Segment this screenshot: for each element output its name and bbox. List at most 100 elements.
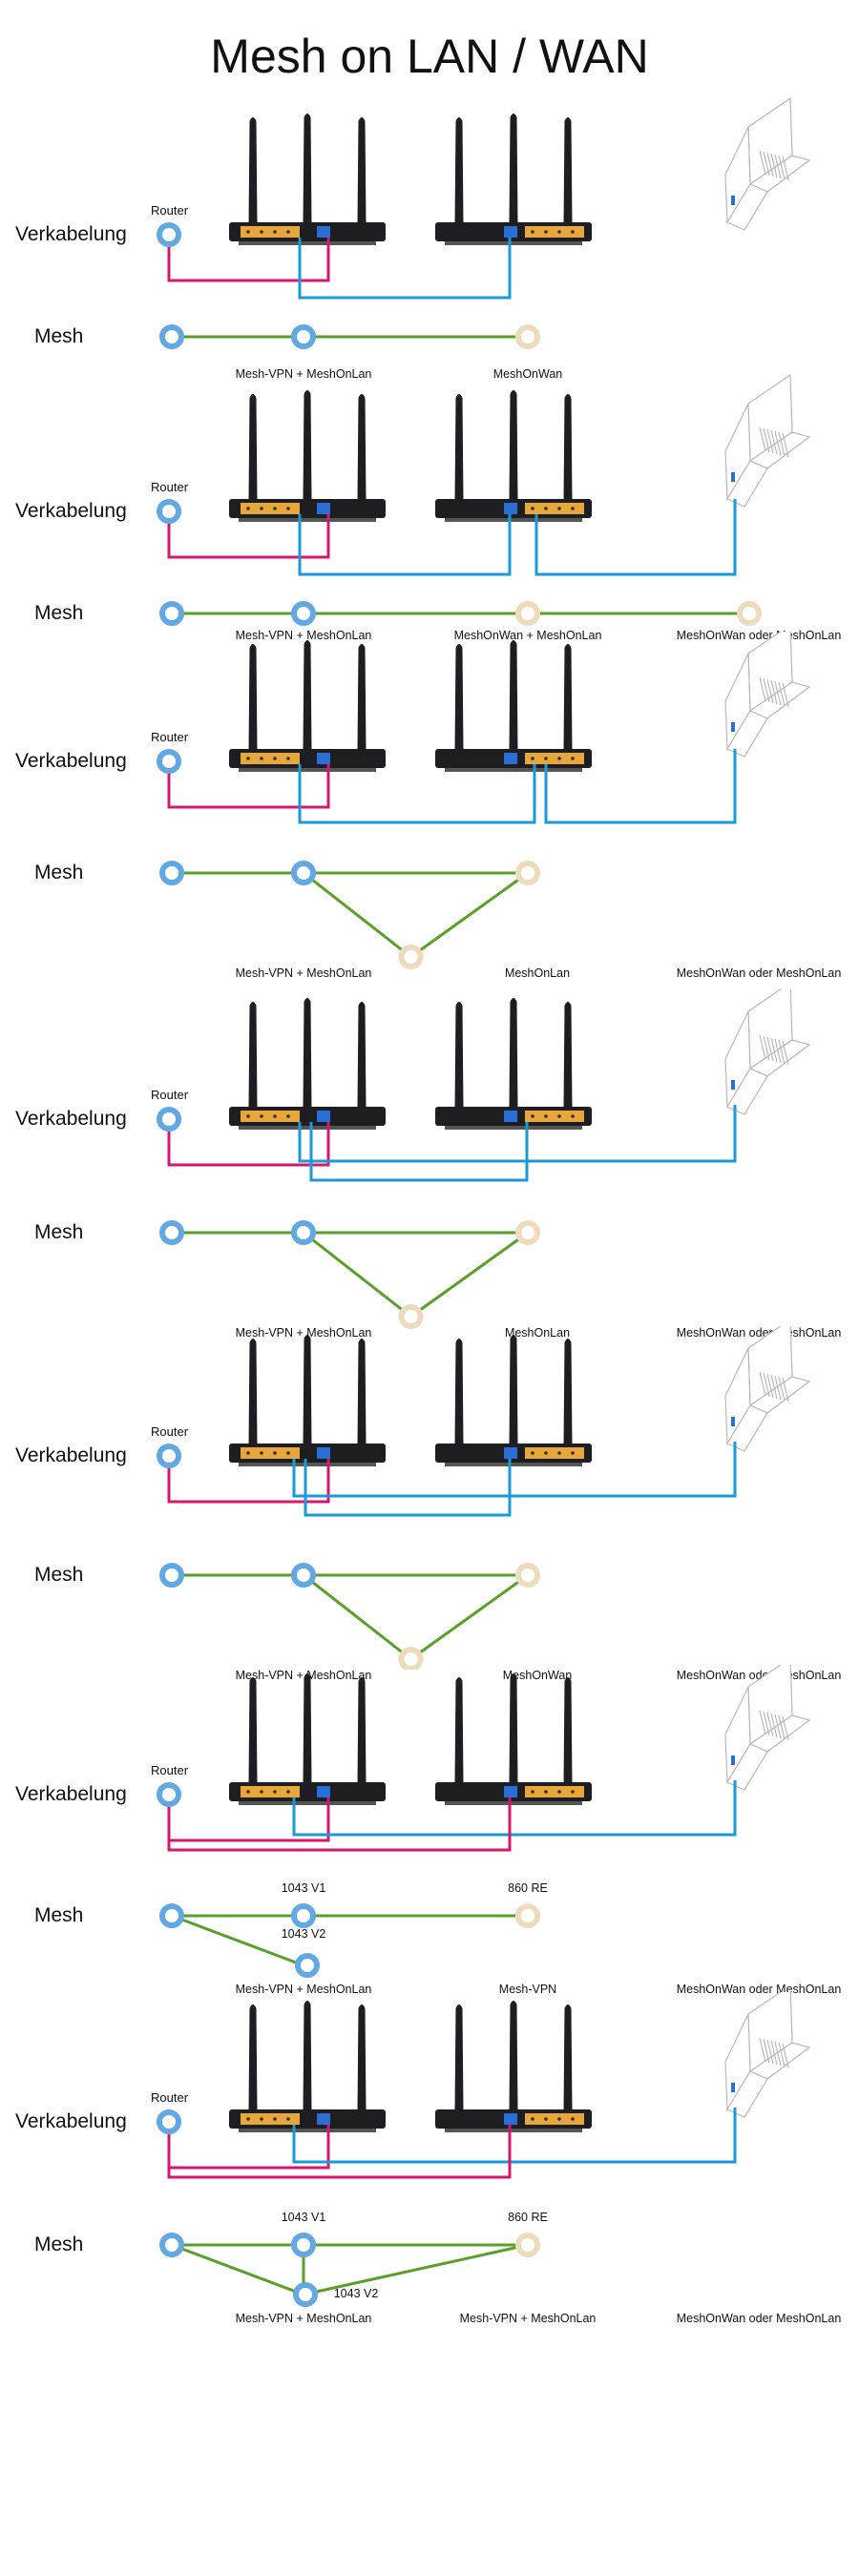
mesh-link [171,1914,304,1967]
router-icon [229,114,386,245]
mesh-node-icon [157,1444,181,1468]
mesh-node-icon [515,861,540,885]
node-caption: 860 RE [508,2211,548,2224]
router-icon [435,1673,592,1805]
mesh-link [303,1231,529,1319]
mesh-node-icon [159,861,184,885]
router-icon [229,640,386,772]
mesh-node-icon [515,601,540,626]
lan-cable [304,1459,512,1517]
router-label: Router [151,480,189,494]
node-caption: Mesh-VPN [498,1983,557,1996]
node-caption: 860 RE [508,1881,548,1895]
router-cable [167,1456,330,1504]
cabling-label: Verkabelung [15,2110,127,2132]
repeater-icon [724,1665,811,1791]
mesh-node-icon [295,1953,320,1978]
mesh-label: Mesh [34,2233,84,2255]
mesh-link [171,2243,304,2296]
cabling-label: Verkabelung [15,1444,127,1466]
cabling-label: Verkabelung [15,500,127,522]
router-label: Router [151,2090,189,2105]
mesh-node-icon [159,324,184,349]
router-icon [435,2001,592,2132]
node-caption: 1043 V1 [281,1881,326,1895]
router-cable [167,1119,330,1167]
mesh-node-icon [398,945,424,969]
mesh-label: Mesh [34,1904,84,1926]
lan-cable [292,1780,737,1837]
mesh-node-icon [291,861,316,885]
mesh-node-icon [159,1563,184,1588]
lan-cable [534,499,737,576]
cabling-label: Verkabelung [15,1108,127,1130]
router-cable [167,511,330,559]
mesh-label: Mesh [34,1221,84,1243]
router-icon [229,2001,386,2132]
router-cable [167,1795,330,1842]
mesh-node-icon [293,2282,318,2307]
mesh-node-icon [159,1903,184,1928]
mesh-node-icon [291,601,316,626]
mesh-node-icon [291,1220,316,1245]
node-caption: Mesh-VPN + MeshOnLan [235,2312,372,2325]
node-caption: Mesh-VPN + MeshOnLan [235,966,372,980]
node-caption: MeshOnWan oder MeshOnLan [676,1983,842,1996]
repeater-icon [724,1326,811,1452]
lan-cable [292,1442,737,1498]
mesh-node-icon [515,324,540,349]
node-caption: MeshOnWan oder MeshOnLan [676,1326,842,1340]
mesh-link [303,1573,529,1661]
lan-cable [309,1122,529,1182]
repeater-icon [724,373,811,508]
mesh-node-icon [157,222,181,247]
mesh-node-icon [291,2233,316,2257]
node-caption: Mesh-VPN + MeshOnLan [235,367,372,381]
router-cable [167,1797,512,1852]
node-caption: 1043 V2 [333,2287,379,2300]
node-caption: Mesh-VPN + MeshOnLan [235,629,372,642]
mesh-node-icon [515,1903,540,1928]
mesh-label: Mesh [34,325,84,347]
mesh-link [303,2243,529,2296]
node-caption: MeshOnWan oder MeshOnLan [676,966,842,980]
mesh-label: Mesh [34,862,84,883]
mesh-node-icon [291,1563,316,1588]
lan-cable [298,764,536,824]
mesh-node-icon [159,601,184,626]
repeater-icon [724,1992,811,2118]
mesh-node-icon [159,1220,184,1245]
lan-cable [298,514,512,576]
router-label: Router [151,730,189,744]
mesh-node-icon [157,749,181,774]
router-label: Router [151,203,189,218]
mesh-label: Mesh [34,1564,84,1586]
mesh-node-icon [157,1107,181,1132]
node-caption: MeshOnLan [504,1326,571,1340]
mesh-node-icon [398,1304,424,1329]
node-caption: Mesh-VPN + MeshOnLan [459,2312,597,2325]
cabling-label: Verkabelung [15,1783,127,1805]
router-icon [435,114,592,245]
mesh-node-icon [157,2109,181,2134]
router-icon [435,390,592,522]
lan-cable [298,238,512,300]
lan-cable [544,749,737,824]
router-label: Router [151,1763,189,1777]
repeater-icon [724,632,811,758]
mesh-node-icon [291,324,316,349]
node-caption: MeshOnWan oder MeshOnLan [676,1669,842,1682]
router-label: Router [151,1424,189,1439]
cabling-label: Verkabelung [15,750,127,772]
router-icon [229,1673,386,1805]
node-caption: MeshOnWan oder MeshOnLan [676,2312,842,2325]
mesh-label: Mesh [34,602,84,624]
node-caption: 1043 V1 [281,2211,326,2224]
router-label: Router [151,1088,189,1102]
router-cable [167,235,330,282]
